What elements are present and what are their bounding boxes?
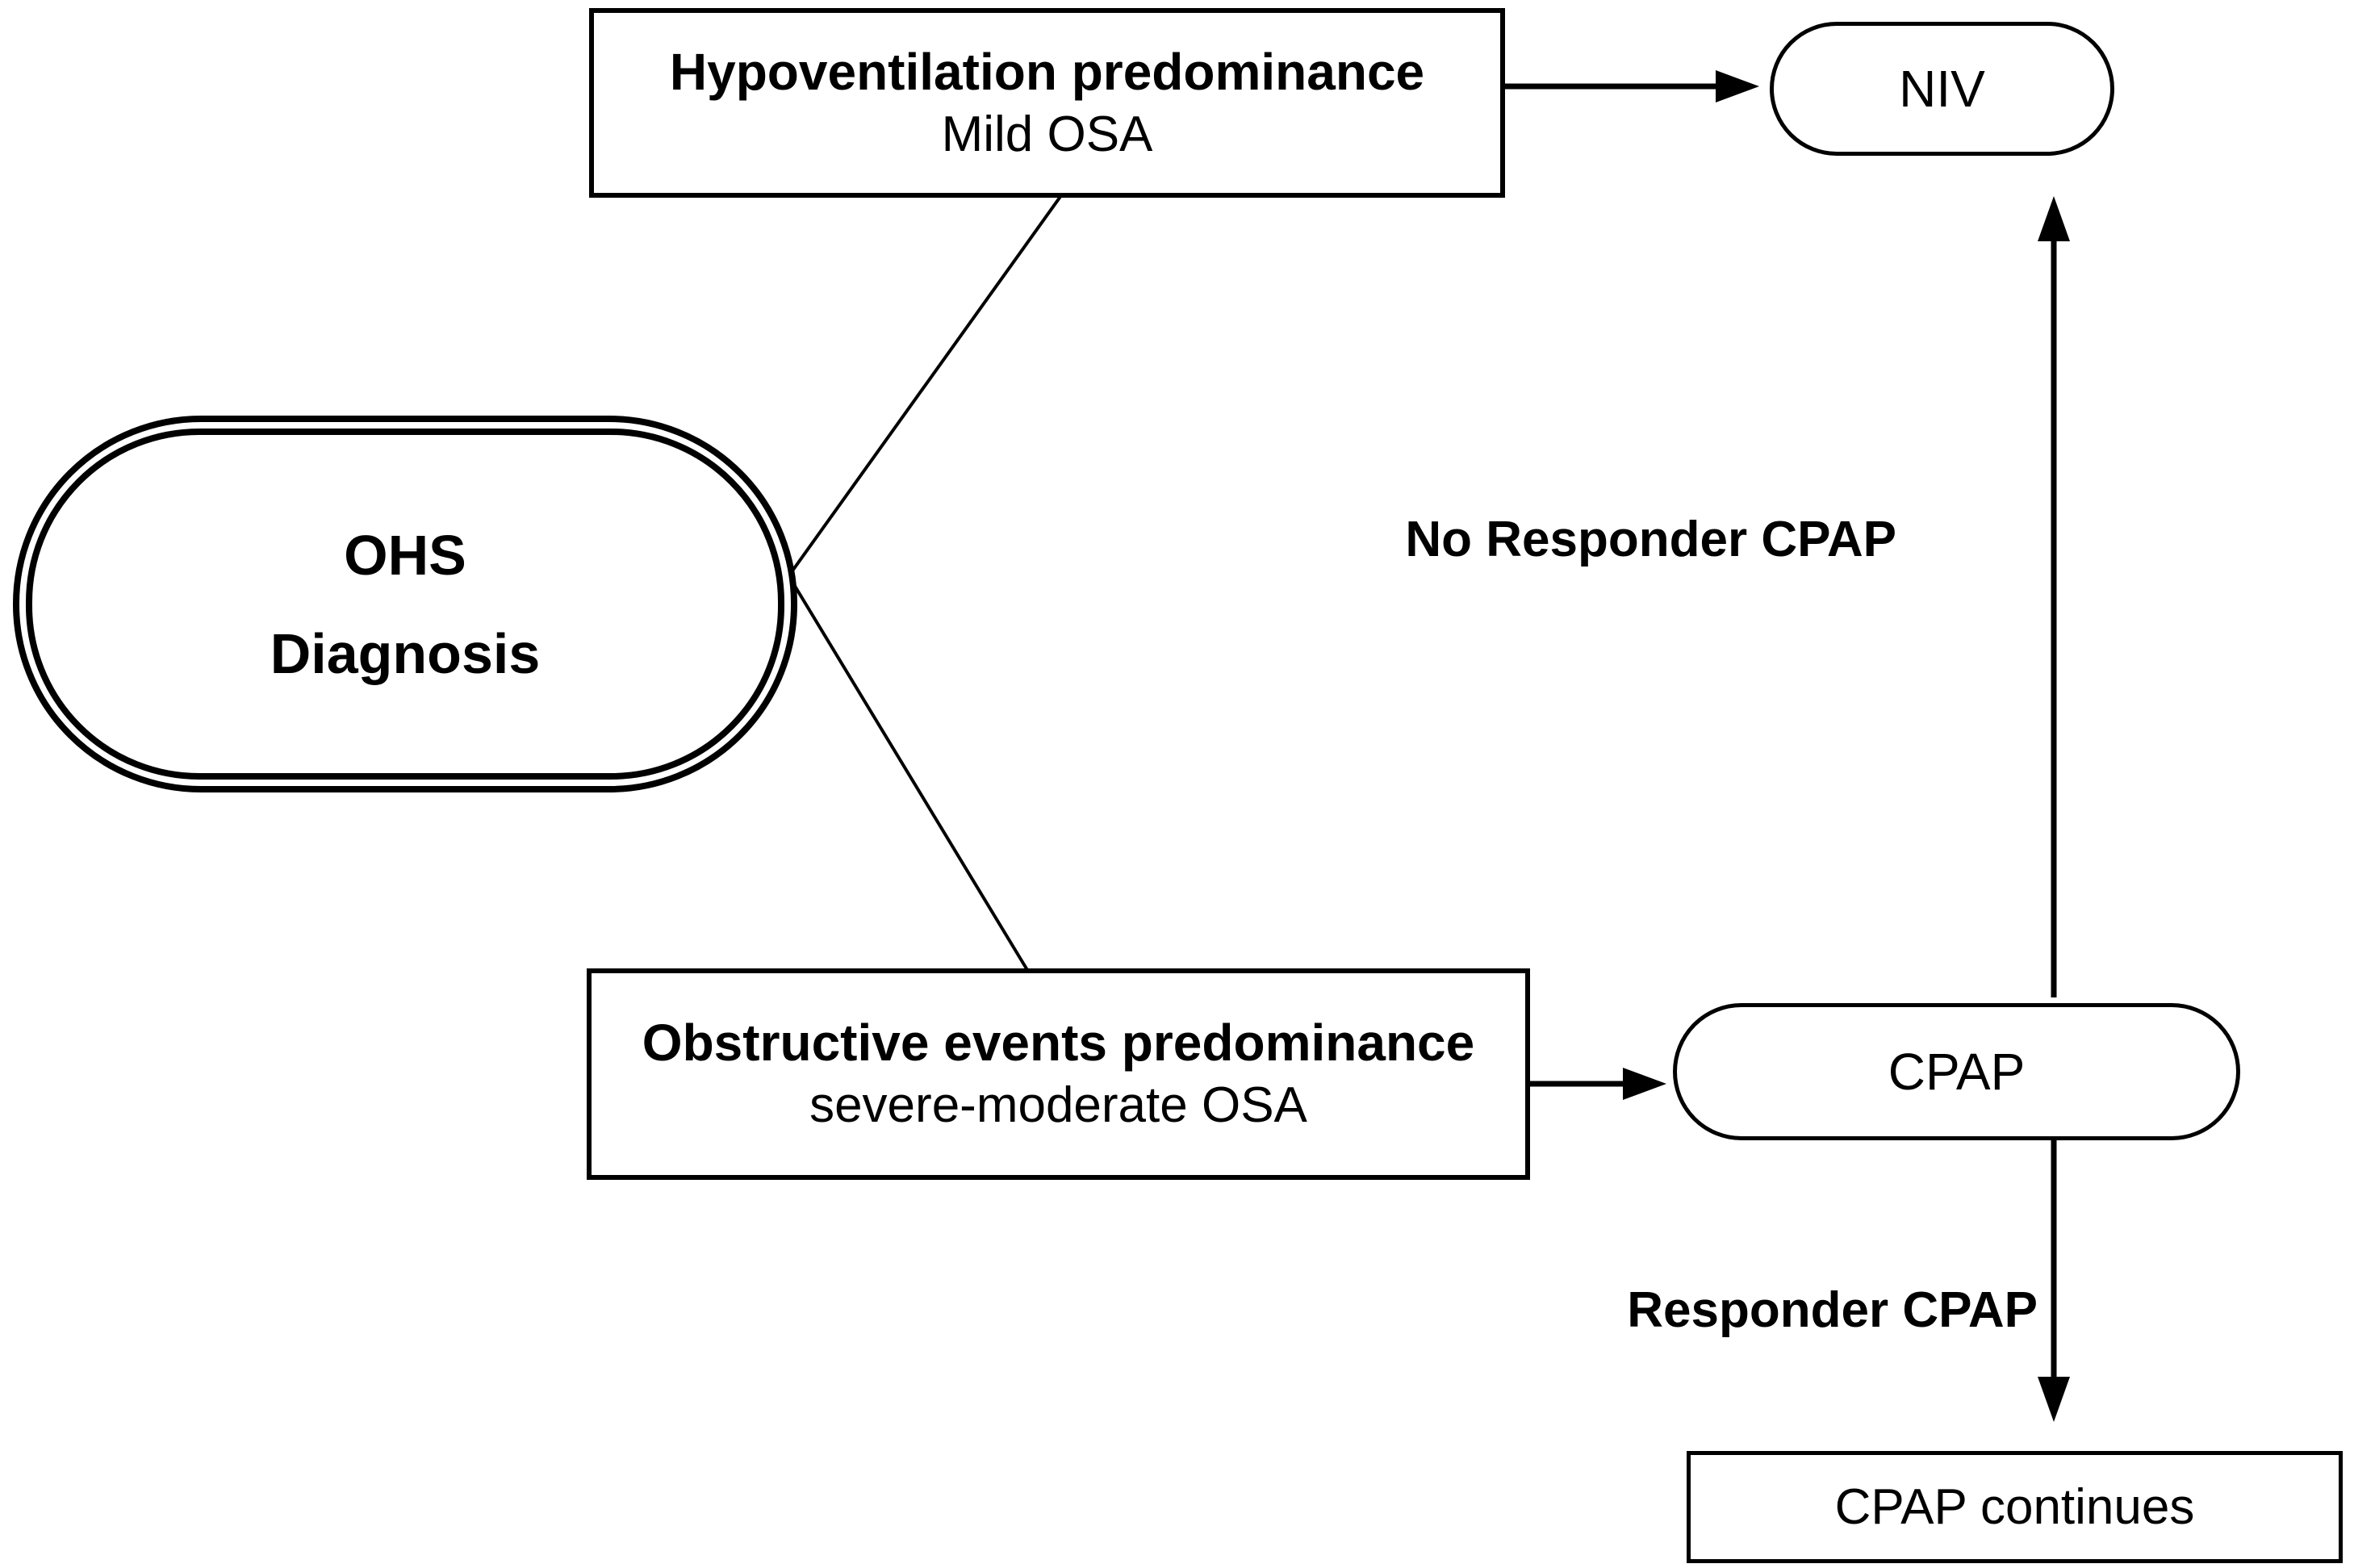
edge-hypoventilation-to-niv-arrowhead xyxy=(1716,70,1759,102)
edge-obstructive-to-cpap-arrowhead xyxy=(1623,1068,1666,1100)
ohs-line1: OHS xyxy=(344,523,466,587)
hypoventilation-line2: Mild OSA xyxy=(941,106,1153,162)
node-cpap-continues: CPAP continues xyxy=(1687,1451,2343,1563)
obstructive-line2: severe-moderate OSA xyxy=(809,1077,1307,1133)
cpap-label: CPAP xyxy=(1888,1043,2026,1101)
hypoventilation-line1: Hypoventilation predominance xyxy=(669,42,1425,101)
edge-label-no-responder-cpap: No Responder CPAP xyxy=(1405,512,1896,567)
node-ohs-diagnosis: OHS Diagnosis xyxy=(13,416,797,792)
node-cpap: CPAP xyxy=(1673,1003,2240,1140)
edge-ohs-to-hypoventilation-line xyxy=(789,190,1065,575)
node-obstructive-box: Obstructive events predominance severe-m… xyxy=(587,968,1530,1180)
niv-label: NIV xyxy=(1899,60,1985,118)
edge-ohs-to-obstructive-line xyxy=(789,578,1029,972)
ohs-inner-border: OHS Diagnosis xyxy=(26,429,784,780)
edge-cpap-to-niv-arrowhead xyxy=(2038,196,2070,241)
ohs-line2: Diagnosis xyxy=(270,621,541,685)
edge-cpap-to-continues-arrowhead xyxy=(2038,1377,2070,1422)
node-niv: NIV xyxy=(1770,22,2114,156)
cpap-continues-label: CPAP continues xyxy=(1834,1478,2195,1535)
obstructive-line1: Obstructive events predominance xyxy=(642,1014,1475,1072)
edge-label-responder-cpap: Responder CPAP xyxy=(1627,1282,2038,1338)
node-hypoventilation-box: Hypoventilation predominance Mild OSA xyxy=(589,8,1505,198)
